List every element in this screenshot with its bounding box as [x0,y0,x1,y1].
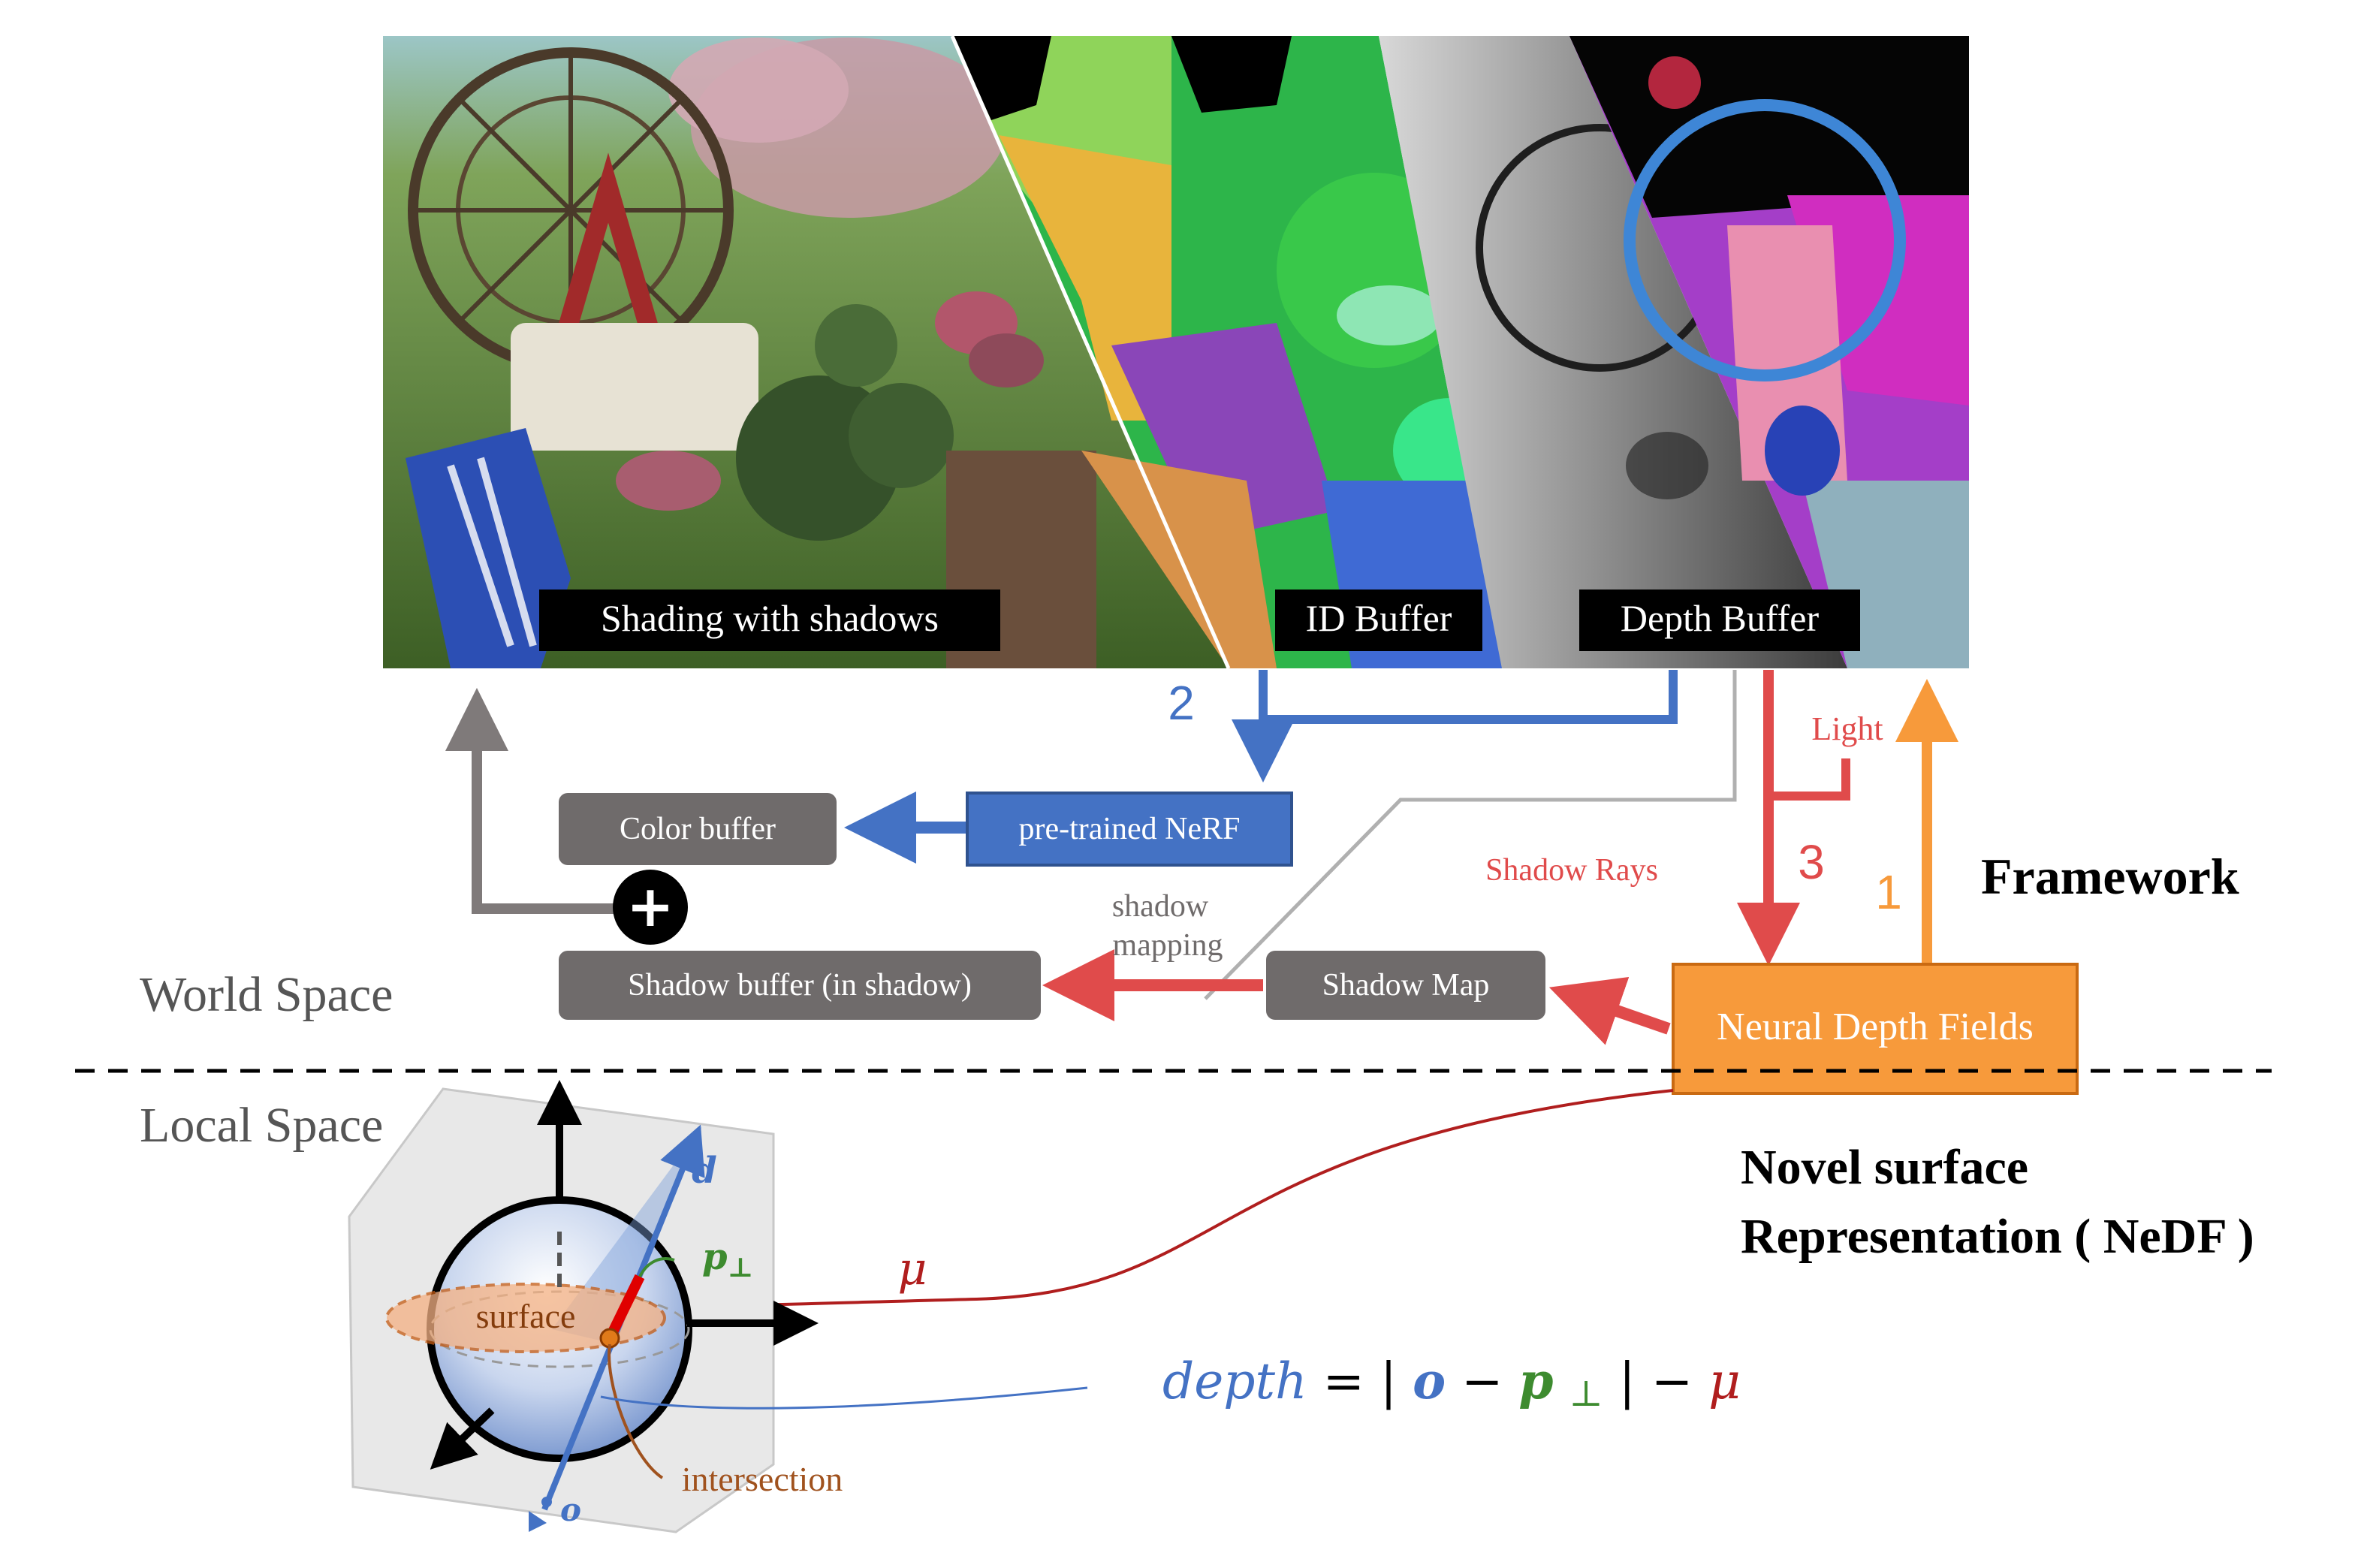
shadow-buffer-label: Shadow buffer (in shadow) [628,968,972,1003]
shadow-rays-label: Shadow Rays [1485,853,1658,888]
pretrained-nerf-label: pre-trained NeRF [1018,812,1240,846]
shadow-map-label: Shadow Map [1322,968,1490,1003]
shading-label: Shading with shadows [601,597,939,639]
composite-plus-sign: + [626,873,674,939]
step2-connector [1232,670,1678,782]
color-buffer-box [559,793,837,865]
eq-p: p [1518,1352,1553,1410]
step2-label: 2 [1168,676,1195,730]
depth-buffer-label: Depth Buffer [1621,597,1820,639]
local-space-illustration [348,1080,1088,1533]
origin-point [541,1497,552,1507]
shadow-buffer-box [559,951,1041,1020]
step1-label: 1 [1875,865,1902,919]
step3-label: 3 [1798,835,1825,889]
eq-equals-bar: = | [1323,1352,1398,1410]
mu-label: μ [898,1243,927,1295]
surface-disk [385,1283,666,1353]
depth-buffer-label-box [1579,590,1860,651]
eq-o: o [1413,1352,1446,1410]
id-buffer-label-box [1275,590,1482,651]
color-buffer-label: Color buffer [620,812,776,846]
shading-label-box [539,590,1000,651]
eq-depth: depth [1162,1352,1307,1410]
eq-perp: ⊥ [1569,1373,1603,1415]
eq-mu: μ [1708,1352,1741,1410]
shadow-mapping-label-1: shadow [1112,889,1209,924]
intersection-label: intersection [682,1460,843,1498]
shadow-mapping-label-2: mapping [1113,928,1223,963]
world-space-label: World Space [140,967,393,1022]
nedf-to-shadowmap-arrow [1548,976,1671,1045]
composite-plus-circle [613,870,688,945]
step3-connector [1737,670,1850,966]
framework-heading: Framework [1981,848,2239,905]
p-perp-label: p⊥ [702,1236,753,1283]
depth-connector [600,1386,1088,1410]
local-space-label: Local Space [140,1098,383,1153]
composite-to-shading-arrow [445,688,614,914]
nedf-label: Neural Depth Fields [1717,1006,2034,1048]
blue-car-shape [406,428,571,668]
id-buffer-label: ID Buffer [1306,597,1452,639]
surface-label: surface [476,1297,576,1335]
pretrained-nerf-box [966,792,1293,867]
d-label: d [692,1150,717,1192]
rendered-scene-image [383,36,1969,668]
o-label: o [560,1491,581,1528]
eq-minus: − [1461,1352,1518,1410]
novel-surface-heading-line1: Novel surface [1741,1140,2028,1195]
depth-equation: depth = | o − p ⊥ | − μ [1162,1352,1741,1418]
depth-to-shadow-mapping-line [1204,670,1737,1000]
shadow-map-box [1266,951,1545,1020]
perp-segment [605,1274,645,1341]
novel-surface-heading-line2: Representation ( NeDF ) [1741,1209,2254,1264]
light-label: Light [1811,710,1883,747]
eq-bar-minus: | − [1619,1352,1709,1410]
